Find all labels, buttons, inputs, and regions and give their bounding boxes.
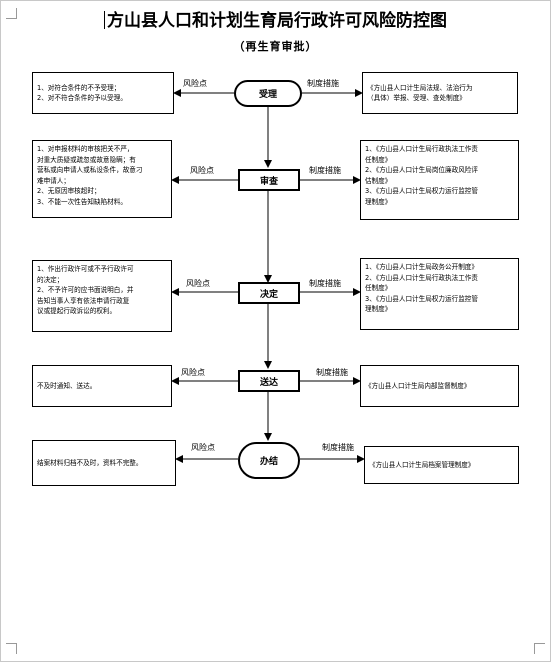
risk-line: 1、作出行政许可或不予行政许可 <box>37 265 134 273</box>
page-subtitle: （再生育审批） <box>233 40 318 53</box>
step-complete: 办结 <box>238 442 300 479</box>
risk-line: 的决定； <box>37 275 64 284</box>
risk-label: 风险点 <box>183 79 207 88</box>
measure-label: 制度措施 <box>309 279 341 288</box>
risk-box-deliver: 不及时通知、送达。 <box>32 365 172 407</box>
corner-mark-bottom-right <box>534 643 545 654</box>
page-title-text: 方山县人口和计划生育局行政许可风险防控图 <box>107 11 447 31</box>
measure-box-deliver: 《方山县人口计生局内部监督制度》 <box>360 365 519 407</box>
measure-label: 制度措施 <box>307 79 339 88</box>
measure-box-decide: 1、《方山县人口计生局政务公开制度》 2、《方山县人口计生局行政执法工作责 任制… <box>360 258 519 330</box>
measure-line: 估制度》 <box>365 176 392 185</box>
measure-box-accept: 《方山县人口计生局法规、法治行为 （具体）举报、受理、查处制度》 <box>362 72 518 114</box>
risk-line: 难申请人； <box>37 176 70 185</box>
measure-line: 1、《方山县人口计生局政务公开制度》 <box>365 263 478 271</box>
risk-line: 结案材料归档不及时，资料不完整。 <box>37 458 143 467</box>
measure-line: 任制度》 <box>365 155 392 164</box>
risk-line: 议或提起行政诉讼的权利。 <box>37 307 117 315</box>
measure-line: 3、《方山县人口计生局权力运行监控管 <box>365 187 478 195</box>
measure-line: 《方山县人口计生局法规、法治行为 <box>367 83 473 92</box>
step-review: 审查 <box>238 169 300 191</box>
measure-line: 1、《方山县人口计生局行政执法工作责 <box>365 145 478 153</box>
risk-line: 1、对申报材料的审核把关不严， <box>37 145 134 153</box>
risk-label: 风险点 <box>191 443 215 452</box>
risk-line: 告知当事人享有依法申请行政复 <box>37 296 130 305</box>
corner-mark-bottom-left <box>6 643 17 654</box>
measure-label: 制度措施 <box>309 166 341 175</box>
measure-line: 任制度》 <box>365 284 392 292</box>
risk-line: 不及时通知、送达。 <box>37 381 97 390</box>
corner-mark-top-left <box>6 8 17 19</box>
risk-line: 1、对符合条件的不予受理； <box>37 83 121 92</box>
risk-line: 营私或向申请人或私设条件，故意刁 <box>37 166 143 174</box>
measure-label: 制度措施 <box>322 443 354 452</box>
measure-line: 2、《方山县人口计生局行政执法工作责 <box>365 273 478 282</box>
risk-label: 风险点 <box>186 279 210 288</box>
measure-line: 理制度》 <box>365 305 392 313</box>
measure-line: （具体）举报、受理、查处制度》 <box>367 94 466 102</box>
risk-line: 2、无原因审核超时； <box>37 187 101 195</box>
measure-line: 《方山县人口计生局内部监督制度》 <box>365 381 471 390</box>
risk-line: 2、不予许可的应书面说明白，并 <box>37 286 134 294</box>
measure-line: 《方山县人口计生局档案管理制度》 <box>369 460 475 469</box>
risk-box-decide: 1、作出行政许可或不予行政许可 的决定； 2、不予许可的应书面说明白，并 告知当… <box>32 260 172 332</box>
step-deliver: 送达 <box>238 370 300 392</box>
measure-line: 3、《方山县人口计生局权力运行监控管 <box>365 294 478 303</box>
risk-line: 2、对不符合条件的予以受理。 <box>37 94 127 102</box>
measure-line: 理制度》 <box>365 197 392 206</box>
risk-box-accept: 1、对符合条件的不予受理； 2、对不符合条件的予以受理。 <box>32 72 174 114</box>
measure-box-complete: 《方山县人口计生局档案管理制度》 <box>364 446 519 484</box>
step-accept: 受理 <box>234 80 302 107</box>
risk-box-complete: 结案材料归档不及时，资料不完整。 <box>32 440 176 486</box>
step-decide: 决定 <box>238 282 300 304</box>
risk-line: 对重大质疑或疏忽或故意隐瞒；有 <box>37 155 136 164</box>
measure-line: 2、《方山县人口计生局岗位廉政风险评 <box>365 166 478 174</box>
text-cursor-icon <box>104 11 105 29</box>
risk-label: 风险点 <box>181 368 205 377</box>
page-title: 方山县人口和计划生育局行政许可风险防控图 <box>0 6 551 31</box>
risk-line: 3、不能一次性告知缺陷材料。 <box>37 197 127 206</box>
risk-box-review: 1、对申报材料的审核把关不严， 对重大质疑或疏忽或故意隐瞒；有 营私或向申请人或… <box>32 140 172 218</box>
measure-box-review: 1、《方山县人口计生局行政执法工作责 任制度》 2、《方山县人口计生局岗位廉政风… <box>360 140 519 220</box>
risk-label: 风险点 <box>190 166 214 175</box>
measure-label: 制度措施 <box>316 368 348 377</box>
